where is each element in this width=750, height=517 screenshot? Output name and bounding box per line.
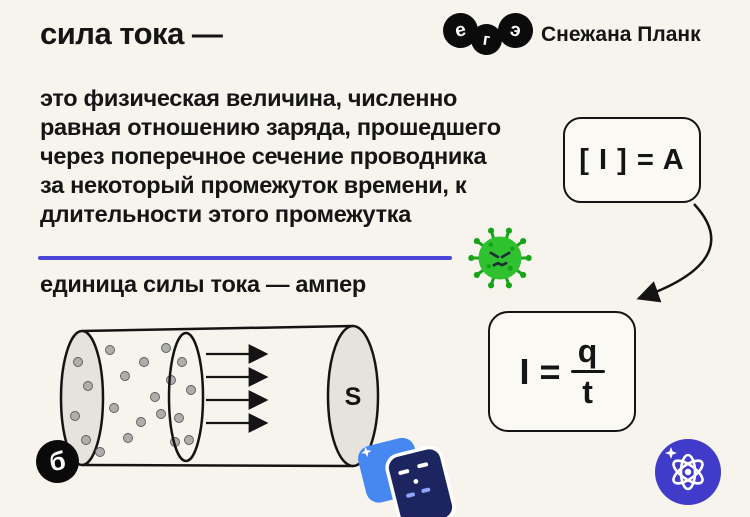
unit-statement: единица силы тока — ампер	[40, 271, 366, 297]
divider-line	[38, 256, 452, 260]
brand-letter: э	[507, 18, 524, 42]
main-formula-box: I = q t	[488, 311, 636, 432]
definition-line: равная отношению заряда, прошедшего	[40, 114, 501, 140]
fraction-numerator: q	[577, 333, 598, 369]
conductor-diagram: S	[28, 320, 400, 488]
cylinder-left-cap	[59, 329, 105, 467]
curved-arrow-icon	[602, 198, 740, 310]
brand-letter: е	[453, 18, 468, 42]
cylinder-right-cap	[326, 324, 380, 468]
unit-formula: [ I ] = A	[579, 143, 685, 176]
virus-icon	[459, 217, 541, 299]
calculator-icon	[352, 428, 474, 517]
author-name: Снежана Планк	[541, 23, 701, 46]
current-arrows	[206, 344, 269, 433]
cylinder-top-edge	[81, 324, 354, 333]
cross-section-ellipse	[167, 331, 205, 463]
formula-lhs: I =	[519, 350, 561, 392]
charge-dots	[70, 343, 196, 457]
page-title: сила тока —	[40, 16, 223, 51]
brand-letter: г	[481, 29, 492, 49]
definition-line: за некоторый промежуток времени, к	[40, 172, 467, 198]
definition-text: это физическая величина, численно равная…	[40, 84, 560, 229]
fraction: q t	[570, 333, 605, 410]
definition-line: через поперечное сечение проводника	[40, 143, 487, 169]
badge-letter: б	[47, 445, 68, 477]
unit-formula-box: [ I ] = A	[563, 117, 701, 203]
area-label: S	[345, 383, 362, 411]
cylinder-bottom-edge	[81, 463, 354, 468]
fraction-bar	[570, 370, 605, 373]
fraction-denominator: t	[582, 374, 593, 410]
definition-line: длительности этого промежутка	[40, 201, 412, 227]
atom-icon	[654, 438, 722, 506]
definition-line: это физическая величина, численно	[40, 85, 458, 111]
